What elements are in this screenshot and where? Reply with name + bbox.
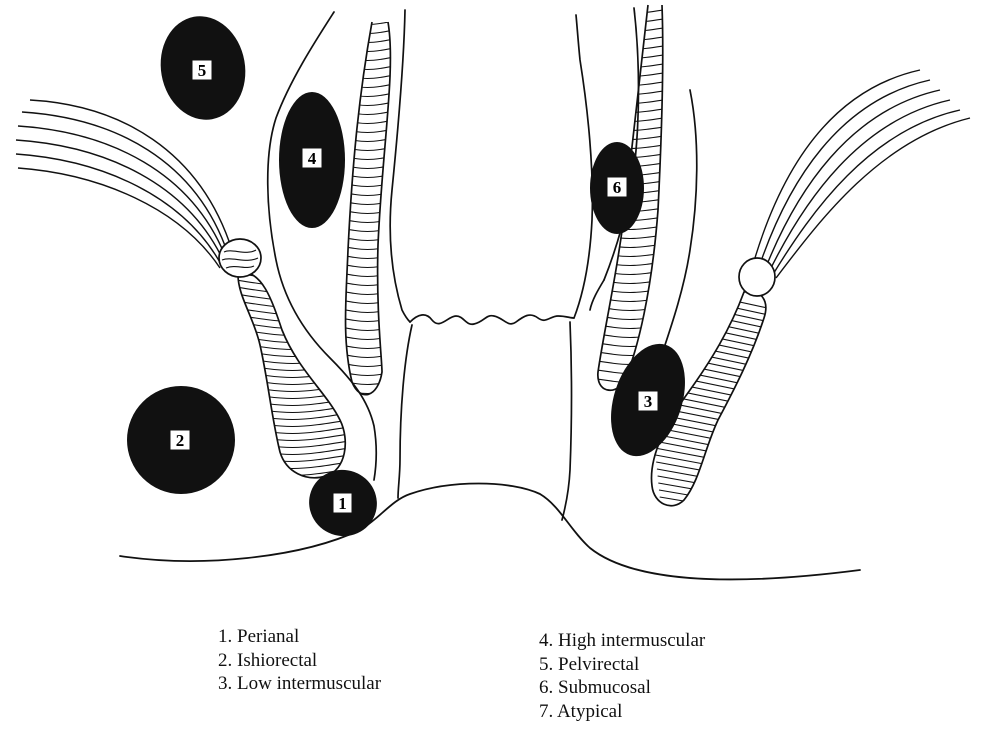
abscess-3-number: 3 <box>644 392 653 411</box>
puborectalis-knot-right <box>739 258 775 296</box>
anorectal-abscess-diagram: 1 2 3 4 5 6 <box>0 0 986 600</box>
legend-item-high-intermuscular: 4. High intermuscular <box>539 629 705 653</box>
legend-item-perianal: 1. Perianal <box>218 625 381 649</box>
abscess-4-number: 4 <box>308 149 317 168</box>
legend-left-column: 1. Perianal 2. Ishiorectal 3. Low interm… <box>218 625 381 696</box>
abscess-1-perianal: 1 <box>300 460 386 545</box>
external-sphincter-left <box>230 265 355 490</box>
levator-ani-left <box>16 100 232 268</box>
legend-item-pelvirectal: 5. Pelvirectal <box>539 653 705 677</box>
abscess-5-pelvirectal: 5 <box>153 9 254 126</box>
levator-ani-right <box>752 70 970 278</box>
puborectalis-knot-left <box>219 239 261 277</box>
abscess-6-submucosal: 6 <box>590 142 644 234</box>
abscess-1-number: 1 <box>338 494 347 513</box>
abscess-6-number: 6 <box>613 178 622 197</box>
legend-item-atypical: 7. Atypical <box>539 700 705 724</box>
legend-item-ishiorectal: 2. Ishiorectal <box>218 649 381 673</box>
anal-verge-outline <box>120 484 860 580</box>
legend-item-low-intermuscular: 3. Low intermuscular <box>218 672 381 696</box>
abscess-4-high-intermuscular: 4 <box>279 92 345 228</box>
abscess-2-ishiorectal: 2 <box>127 386 235 494</box>
abscess-5-number: 5 <box>198 61 207 80</box>
legend-item-submucosal: 6. Submucosal <box>539 676 705 700</box>
legend-right-column: 4. High intermuscular 5. Pelvirectal 6. … <box>539 629 705 723</box>
abscess-2-number: 2 <box>176 431 185 450</box>
